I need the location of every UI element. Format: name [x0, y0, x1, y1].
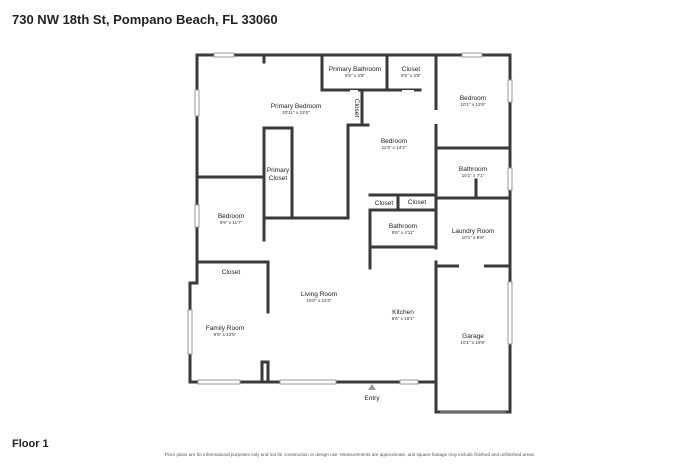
dim-garage: 10'1" x 19'9"	[460, 340, 486, 345]
dim-bathroom-east: 10'1" x 7'1"	[462, 173, 485, 178]
label-primary-bedroom: Primary Bedroom	[271, 103, 322, 110]
label-laundry-room: Laundry Room	[452, 228, 495, 235]
label-bedroom-ne: Bedroom	[460, 95, 486, 102]
disclaimer: Floor plans are for informational purpos…	[164, 452, 536, 457]
label-bathroom-center: Bathroom	[389, 223, 417, 230]
dim-family-room: 9'9" x 13'5"	[214, 332, 237, 337]
label-closet-top: Closet	[402, 66, 421, 73]
label-family-room: Family Room	[206, 325, 244, 332]
floor-label: Floor 1	[12, 438, 49, 450]
label-primary-bathroom: Primary Bathroom	[329, 66, 381, 73]
label-closet-west: Closet	[222, 269, 241, 276]
room-labels: Primary Bathroom 8'6" x 4'5" Closet 6'5"…	[206, 66, 494, 345]
dim-living-room: 15'0" x 22'3"	[306, 298, 332, 303]
label-primary-closet-1: Primary	[267, 167, 290, 174]
entry-arrow-icon	[368, 384, 376, 390]
label-closet-vertical: Closet	[353, 99, 360, 118]
label-bedroom-west: Bedroom	[218, 213, 244, 220]
label-closet-b: Closet	[408, 199, 427, 206]
dim-primary-bedroom: 20'11" x 22'6"	[282, 110, 310, 115]
dim-bedroom-ne: 10'1" x 12'6"	[460, 102, 486, 107]
door-openings	[350, 90, 484, 268]
label-bedroom-center: Bedroom	[381, 138, 407, 145]
label-garage: Garage	[462, 333, 484, 340]
entry-label: Entry	[364, 395, 380, 402]
dim-primary-bathroom: 8'6" x 4'5"	[345, 73, 365, 78]
dim-bedroom-west: 9'9" x 11'7"	[220, 220, 243, 225]
walls	[188, 53, 512, 414]
dim-kitchen: 8'6" x 18'1"	[392, 316, 415, 321]
dim-laundry-room: 10'1" x 8'8"	[462, 235, 485, 240]
dim-bedroom-center: 11'9" x 14'2"	[382, 145, 407, 150]
windows	[187, 52, 513, 385]
property-address: 730 NW 18th St, Pompano Beach, FL 33060	[12, 12, 278, 27]
label-primary-closet-2: Closet	[269, 175, 288, 182]
label-kitchen: Kitchen	[392, 309, 414, 316]
label-living-room: Living Room	[301, 291, 337, 298]
label-closet-a: Closet	[375, 200, 394, 207]
label-bathroom-east: Bathroom	[459, 166, 487, 173]
dim-closet-top: 6'5" x 4'5"	[401, 73, 421, 78]
dim-bathroom-center: 8'6" x 4'11"	[392, 230, 415, 235]
